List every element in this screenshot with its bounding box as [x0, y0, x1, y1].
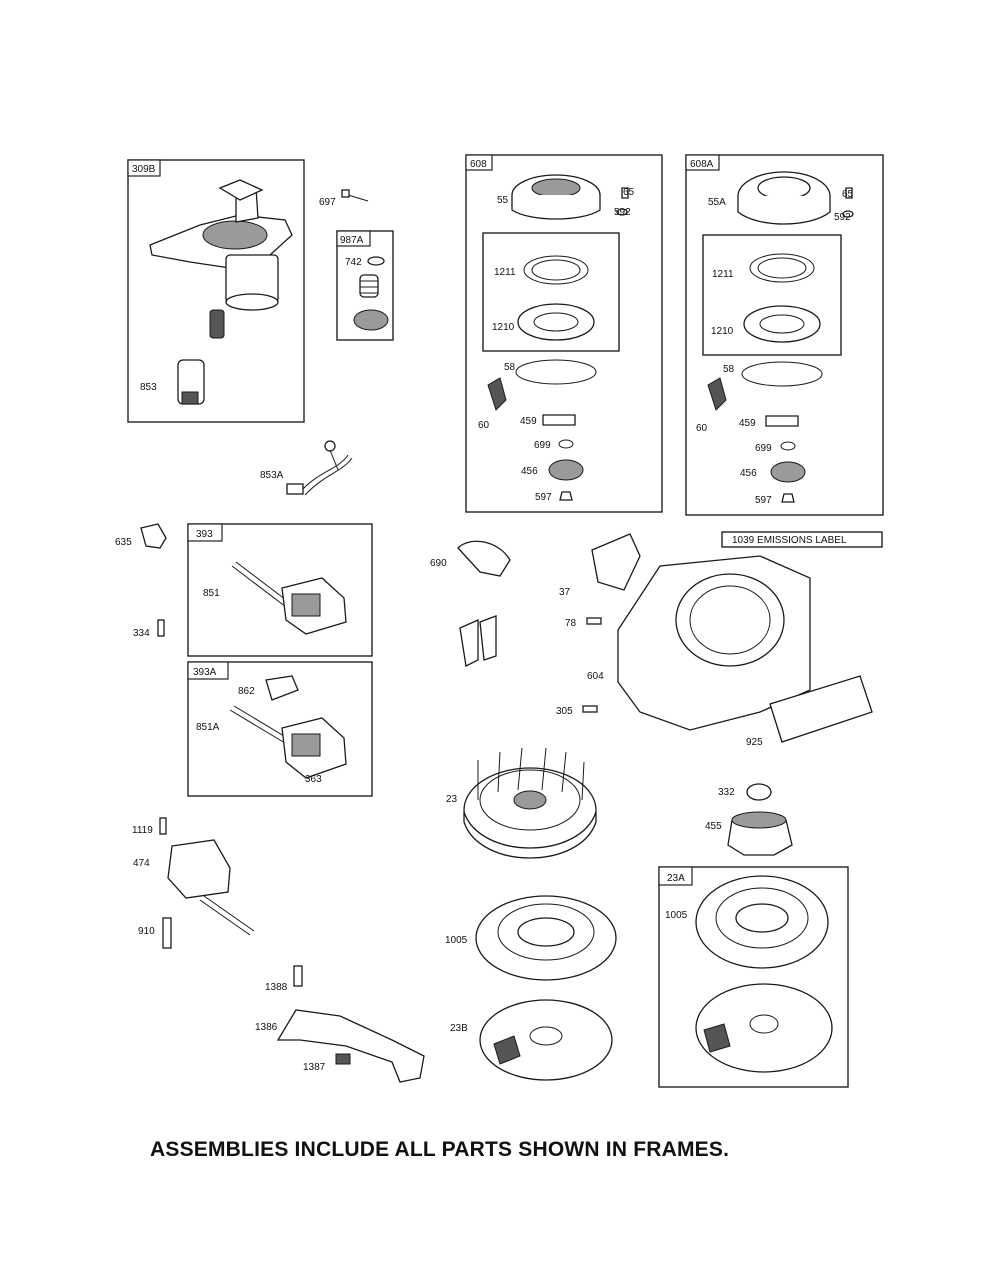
callout-305: 305	[556, 706, 573, 717]
emissions-label-box: 1039 EMISSIONS LABEL	[721, 531, 883, 548]
callout-697: 697	[319, 197, 336, 208]
callout-455: 455	[705, 821, 722, 832]
callout-55: 55	[497, 195, 509, 206]
callout-332: 332	[718, 787, 735, 798]
callout-334: 334	[133, 628, 150, 639]
nut-332-drawing	[746, 783, 772, 801]
callout-1005-left: 1005	[445, 935, 468, 946]
callout-1386: 1386	[255, 1022, 278, 1033]
brake-lever-drawing	[276, 965, 425, 1083]
callout-labels: 697 742 853 853A 65 592 55 1211 1210 58 …	[115, 187, 854, 1073]
callout-862: 862	[238, 686, 255, 697]
screw-697-drawing	[341, 189, 369, 202]
callout-60-left: 60	[478, 420, 490, 431]
callout-853: 853	[140, 382, 157, 393]
callout-592-left: 592	[614, 207, 631, 218]
callout-37: 37	[559, 587, 571, 598]
ignition-coil-393a-drawing	[229, 675, 347, 779]
callout-592-right: 592	[834, 212, 851, 223]
wire-harness-drawing	[286, 440, 353, 496]
callout-925: 925	[746, 737, 763, 748]
callout-1388: 1388	[265, 982, 288, 993]
frame-393-tag: 393	[196, 529, 213, 540]
bracket-635-drawing	[140, 523, 167, 549]
flywheel-23b-drawing	[479, 999, 613, 1081]
callout-1211-left: 1211	[494, 267, 516, 278]
callout-1210-right: 1210	[711, 326, 734, 337]
callout-363: 363	[305, 774, 322, 785]
assemblies-note: ASSEMBLIES INCLUDE ALL PARTS SHOWN IN FR…	[150, 1138, 730, 1161]
flywheel-23a-drawing	[695, 983, 833, 1073]
callout-1005-right: 1005	[665, 910, 688, 921]
frame-393a: 393A	[187, 661, 373, 797]
callout-699-right: 699	[755, 443, 772, 454]
callout-742: 742	[345, 257, 362, 268]
bracket-474-drawing	[159, 817, 255, 949]
callout-60-right: 60	[696, 423, 708, 434]
callout-853a: 853A	[260, 470, 284, 481]
callout-65-right: 65	[842, 189, 854, 200]
frame-309b: 309B	[127, 159, 305, 423]
flywheel-23-drawing	[463, 747, 597, 859]
ignition-coil-393-drawing	[231, 561, 347, 635]
callout-1211-right: 1211	[712, 269, 734, 280]
screw-334-drawing	[157, 619, 165, 637]
frame-309b-tag: 309B	[132, 164, 156, 175]
frame-608-tag: 608	[470, 159, 487, 170]
callout-604: 604	[587, 671, 604, 682]
frame-987a: 987A	[336, 230, 394, 341]
callout-690: 690	[430, 558, 447, 569]
callout-55a: 55A	[708, 197, 726, 208]
callout-597-right: 597	[755, 495, 772, 506]
callout-910: 910	[138, 926, 155, 937]
callout-23b: 23B	[450, 1023, 468, 1034]
frame-608a: 608A	[685, 154, 884, 516]
cup-455-drawing	[727, 811, 793, 856]
callout-456-right: 456	[740, 468, 757, 479]
callout-23: 23	[446, 794, 458, 805]
emissions-label-text: 1039 EMISSIONS LABEL	[732, 535, 847, 546]
starter-motor-drawing	[149, 179, 293, 405]
rewind-starter-608a-drawing	[707, 171, 854, 503]
callout-851: 851	[203, 588, 220, 599]
callout-699-left: 699	[534, 440, 551, 451]
callout-78: 78	[565, 618, 577, 629]
callout-65-left: 65	[623, 187, 635, 198]
callout-58-right: 58	[723, 364, 735, 375]
rewind-starter-608-drawing	[487, 174, 629, 501]
spring-gear-drawing	[353, 256, 389, 331]
callout-459-right: 459	[739, 418, 756, 429]
callout-597-left: 597	[535, 492, 552, 503]
blower-housing-drawing	[582, 533, 873, 743]
fan-1005-left-drawing	[475, 895, 617, 981]
frame-608a-tag: 608A	[690, 159, 714, 170]
callout-1119: 1119	[132, 825, 153, 836]
callout-459-left: 459	[520, 416, 537, 427]
frame-608: 608	[465, 154, 663, 513]
frame-393a-tag: 393A	[193, 667, 217, 678]
callout-1210-left: 1210	[492, 322, 515, 333]
callout-474: 474	[133, 858, 150, 869]
callout-58-left: 58	[504, 362, 516, 373]
frame-23a-tag: 23A	[667, 873, 685, 884]
callout-635: 635	[115, 537, 132, 548]
callout-1387: 1387	[303, 1062, 326, 1073]
clip-690-drawing	[457, 540, 511, 667]
frame-23a: 23A	[658, 866, 849, 1088]
callout-851a: 851A	[196, 722, 220, 733]
frame-393: 393	[187, 523, 373, 657]
fan-1005-right-drawing	[695, 875, 829, 969]
frame-987a-tag: 987A	[340, 235, 364, 246]
callout-456-left: 456	[521, 466, 538, 477]
